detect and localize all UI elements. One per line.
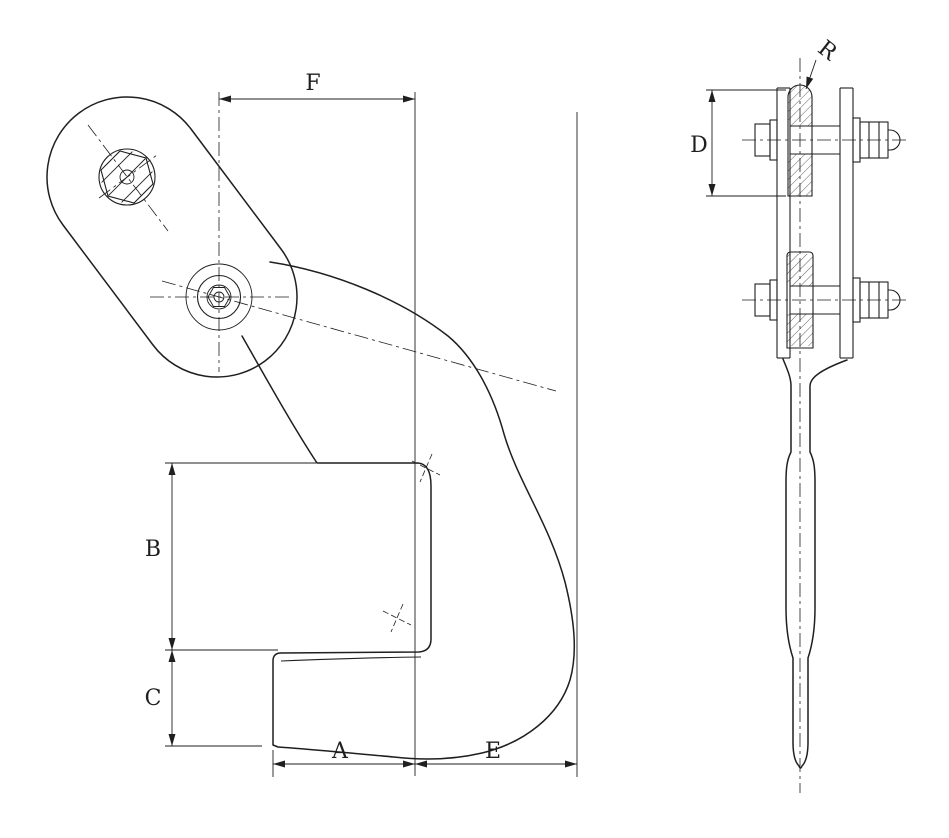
dim-label-C: C — [145, 686, 162, 711]
top-nut-hexagon — [100, 150, 154, 204]
front-view: F B C A E — [46, 71, 578, 777]
eye-plate-section-outline — [787, 84, 813, 197]
hook-side-profile — [782, 358, 848, 769]
top-nut-hatching — [101, 151, 153, 203]
dim-label-D: D — [690, 133, 708, 158]
dim-label-B: B — [145, 537, 161, 562]
lifting-eye-plate — [46, 96, 298, 378]
dimension-B: B — [145, 462, 316, 651]
eye-plate-section-hatch-lower — [788, 154, 812, 196]
side-view: D R — [690, 36, 908, 793]
dimension-D: D — [690, 89, 786, 197]
dim-label-F: F — [305, 71, 320, 96]
hook-section-hatch-lower — [787, 314, 813, 346]
hook-section-hatch-upper — [787, 254, 813, 286]
dim-label-R: R — [813, 36, 843, 67]
top-hole-cross-centerline — [98, 154, 158, 199]
dim-label-A: A — [331, 739, 349, 764]
hook-axis-centerline — [161, 280, 557, 392]
top-hole-axis-centerline — [87, 124, 169, 232]
top-nut-inner — [119, 169, 135, 185]
top-nut-circle — [98, 148, 156, 206]
dimension-A: A — [272, 739, 415, 777]
dim-label-E: E — [485, 739, 501, 764]
lip-inner-edge — [280, 656, 422, 662]
hook-section-outline — [786, 251, 814, 349]
dimension-C: C — [145, 650, 262, 747]
radius-callout-R: R — [805, 36, 843, 90]
dimension-F: F — [219, 71, 416, 776]
dimension-E: E — [415, 112, 578, 777]
hook-body-outline — [241, 261, 576, 760]
eye-plate-section-hatch-upper — [788, 85, 812, 126]
leader-line-R — [805, 59, 817, 90]
radius-center-marks — [382, 453, 441, 633]
